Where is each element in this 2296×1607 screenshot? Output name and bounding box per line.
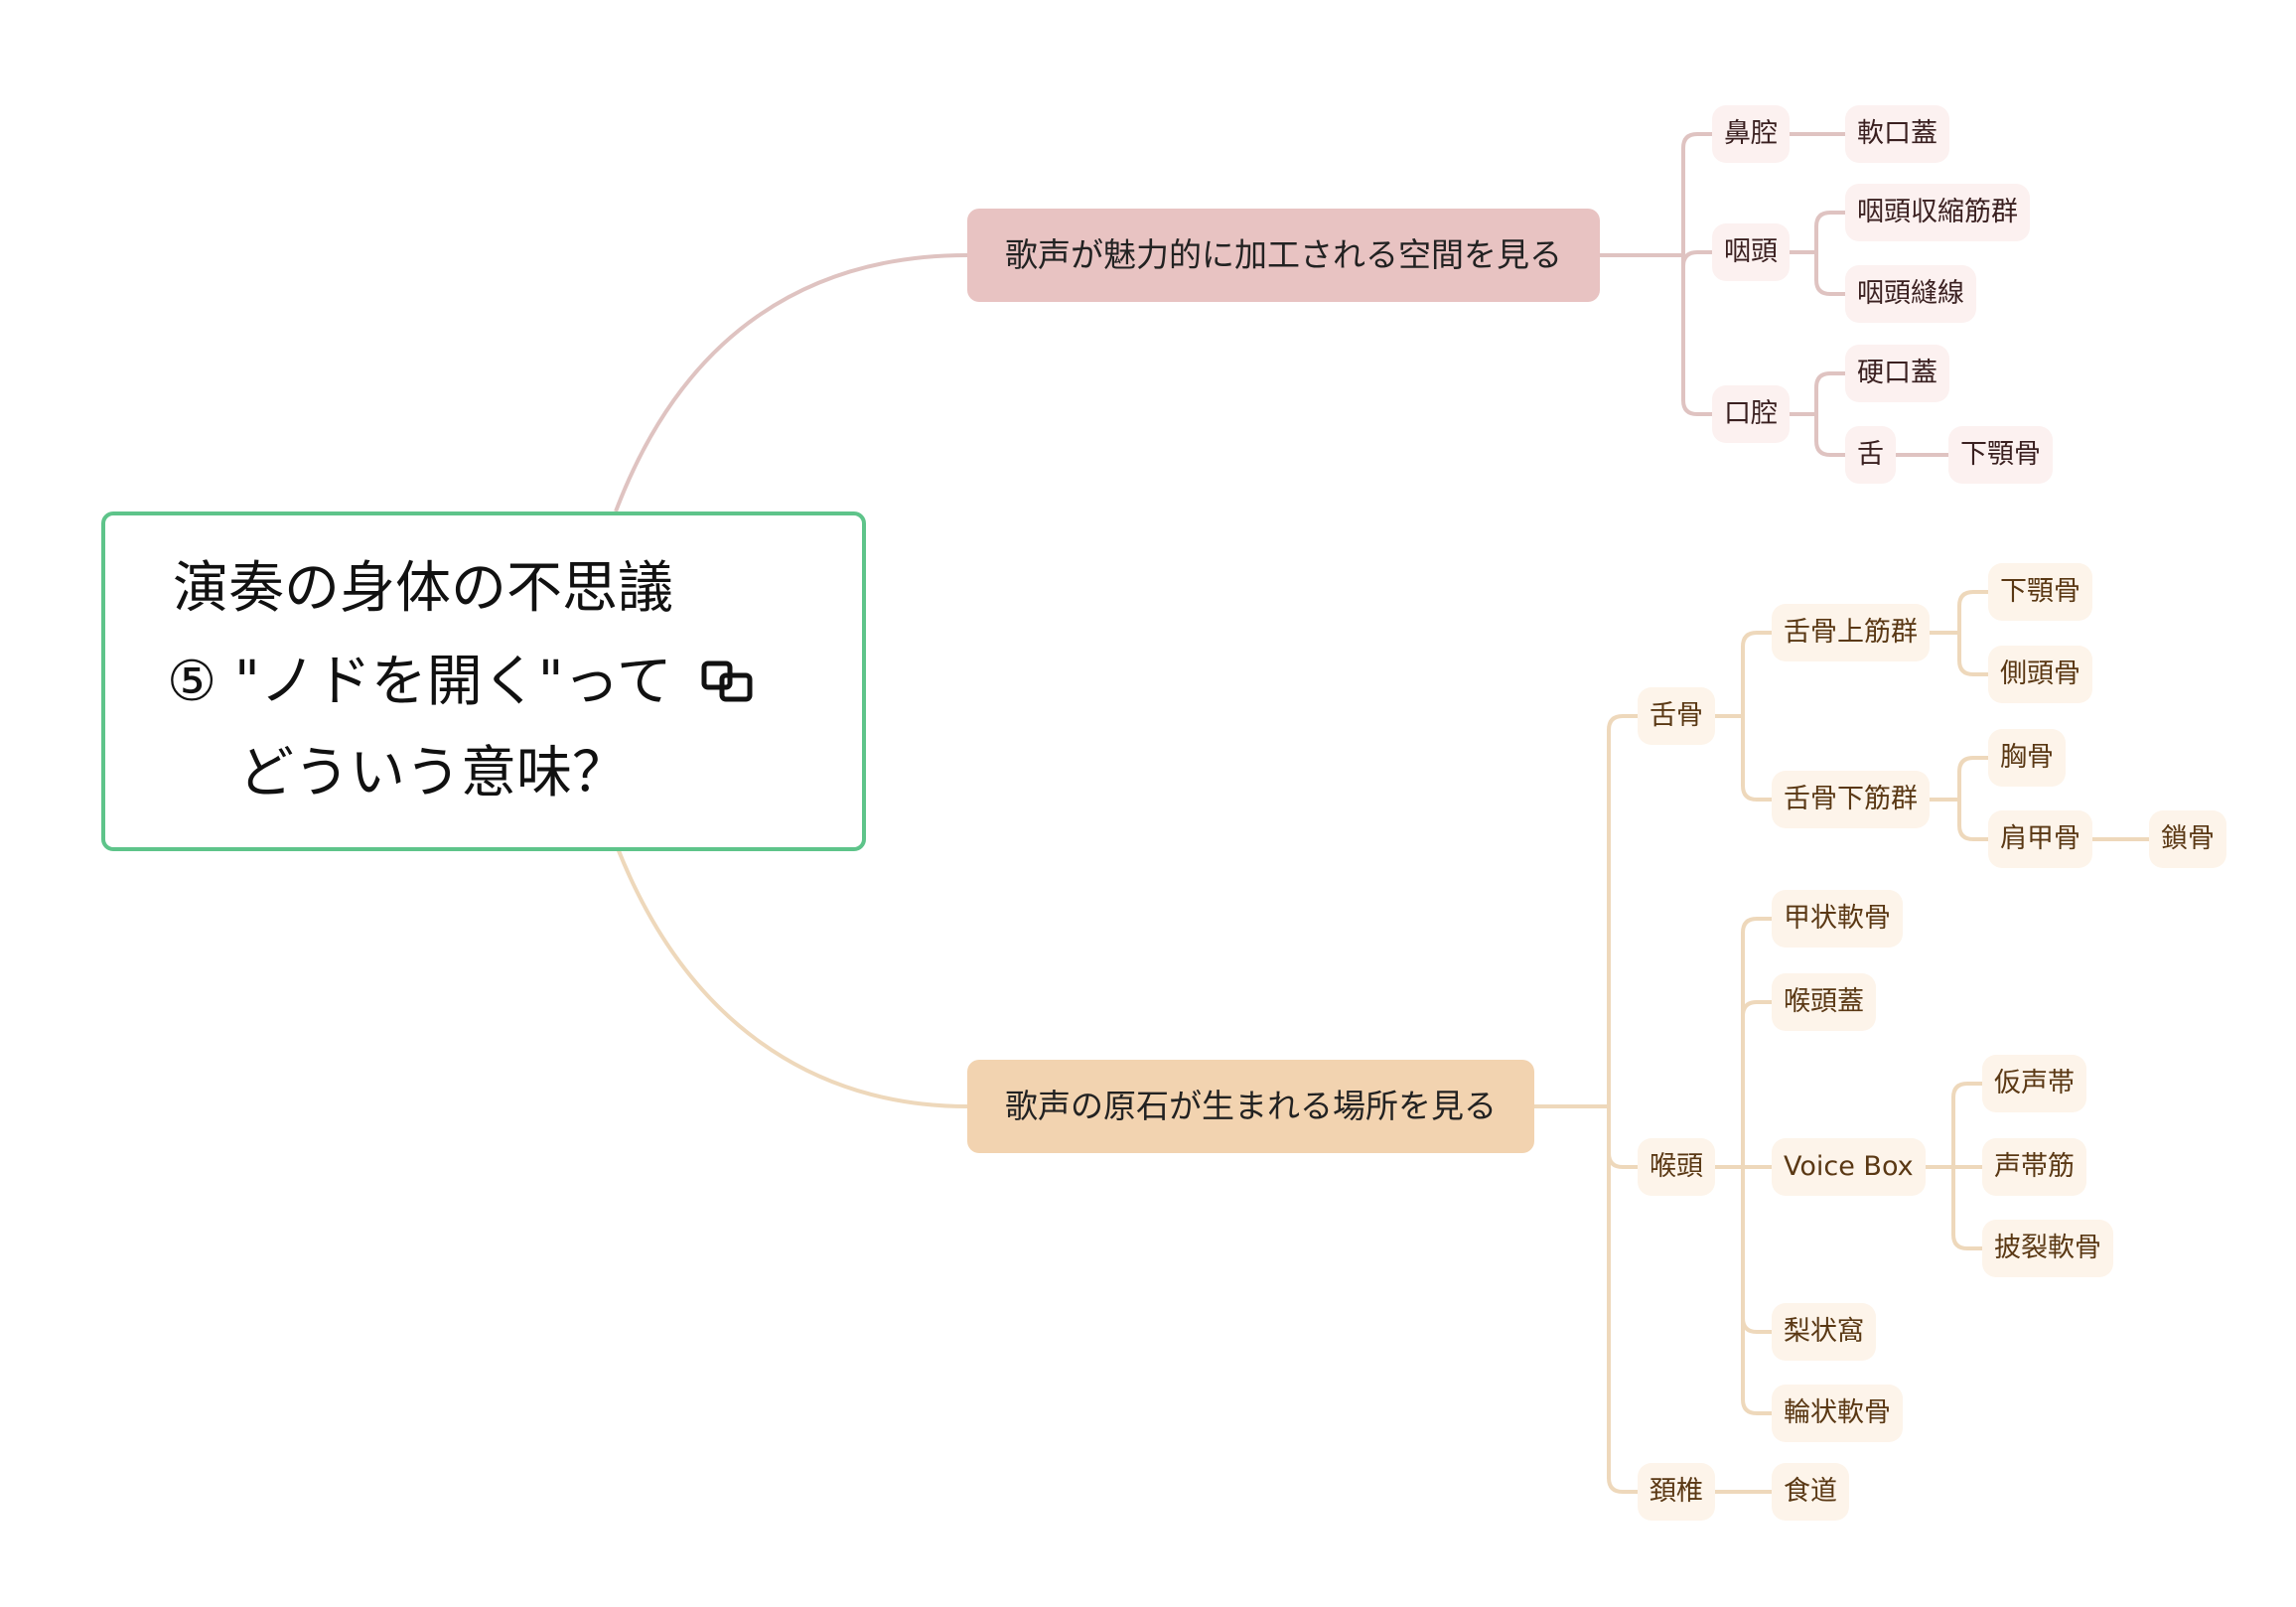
topic-node-0-1[interactable]: 咽頭 [1712, 223, 1790, 281]
connector-1-0-1 [1715, 714, 1772, 802]
topic-node-1-1-2-1[interactable]: 声帯筋 [1982, 1138, 2086, 1196]
topic-node-1-1-3[interactable]: 梨状窩 [1772, 1303, 1876, 1361]
topic-node-0-1-1[interactable]: 咽頭縫線 [1845, 265, 1976, 323]
topic-node-1-2[interactable]: 頚椎 [1638, 1463, 1715, 1521]
connector-0-0 [1600, 132, 1712, 257]
connector-1-1-1 [1715, 1000, 1772, 1169]
topic-node-0-1-0[interactable]: 咽頭収縮筋群 [1845, 184, 2030, 241]
central-title-line-2-text: ⑤ "ノドを開く"って [167, 650, 672, 714]
link-icon[interactable] [700, 657, 756, 713]
branch-sound-source[interactable]: 歌声の原石が生まれる場所を見る [967, 1060, 1534, 1153]
topic-node-0-2-1[interactable]: 舌 [1845, 426, 1896, 484]
topic-node-1-1-2[interactable]: Voice Box [1772, 1138, 1926, 1196]
connector-0-2-0 [1790, 371, 1845, 416]
connector-1-1-0 [1715, 917, 1772, 1169]
connector-1-1-2-2 [1925, 1165, 1982, 1250]
topic-node-1-0-1-1[interactable]: 肩甲骨 [1988, 810, 2092, 868]
connector-1-1-2-0 [1925, 1082, 1982, 1169]
topic-node-1-0-0-0[interactable]: 下顎骨 [1988, 563, 2092, 621]
topic-node-0-0-0[interactable]: 軟口蓋 [1845, 105, 1949, 163]
connector-1-0-0 [1715, 631, 1772, 718]
connector-0-2 [1600, 253, 1712, 416]
branch-sound-shaping-space[interactable]: 歌声が魅力的に加工される空間を見る [967, 209, 1600, 302]
connector-1-1 [1534, 1104, 1638, 1169]
topic-node-1-1-1[interactable]: 喉頭蓋 [1772, 973, 1876, 1031]
connector-central-to-branch-1 [614, 253, 968, 512]
connector-1-0-1-0 [1930, 756, 1988, 802]
topic-node-1-0[interactable]: 舌骨 [1638, 687, 1715, 745]
topic-node-0-2-0[interactable]: 硬口蓋 [1845, 345, 1949, 402]
topic-node-1-0-1-0[interactable]: 胸骨 [1988, 729, 2066, 787]
topic-node-1-1-2-0[interactable]: 仮声帯 [1982, 1055, 2086, 1112]
connector-central-to-branch-2 [614, 842, 968, 1108]
topic-node-1-0-1[interactable]: 舌骨下筋群 [1772, 771, 1930, 828]
topic-node-1-0-0[interactable]: 舌骨上筋群 [1772, 604, 1930, 661]
topic-node-1-1-4[interactable]: 輪状軟骨 [1772, 1385, 1903, 1442]
topic-node-1-1-2-2[interactable]: 披裂軟骨 [1982, 1220, 2113, 1277]
topic-node-0-0[interactable]: 鼻腔 [1712, 105, 1790, 163]
connector-1-2 [1534, 1104, 1638, 1494]
central-topic[interactable]: 演奏の身体の不思議 ⑤ "ノドを開く"って どういう意味？ [101, 511, 866, 851]
central-title-line-1: 演奏の身体の不思議 [173, 556, 673, 621]
connector-1-0 [1534, 714, 1638, 1108]
connector-0-1-0 [1790, 211, 1845, 254]
topic-node-1-0-1-1-0[interactable]: 鎖骨 [2149, 810, 2226, 868]
connector-1-0-0-1 [1930, 631, 1988, 676]
connector-0-2-1 [1790, 412, 1845, 457]
central-title-line-3: どういう意味？ [238, 741, 628, 805]
connector-1-0-0-0 [1930, 590, 1988, 635]
topic-node-1-0-0-1[interactable]: 側頭骨 [1988, 646, 2092, 703]
topic-node-1-2-0[interactable]: 食道 [1772, 1463, 1849, 1521]
connector-0-1-1 [1790, 250, 1845, 296]
connector-1-1-4 [1715, 1165, 1772, 1415]
topic-node-1-1-0[interactable]: 甲状軟骨 [1772, 890, 1903, 948]
topic-node-0-2[interactable]: 口腔 [1712, 385, 1790, 443]
topic-node-1-1[interactable]: 喉頭 [1638, 1138, 1715, 1196]
connector-1-0-1-1 [1930, 798, 1988, 841]
central-title-line-2: ⑤ "ノドを開く"って [167, 655, 756, 713]
topic-node-0-2-1-0[interactable]: 下顎骨 [1948, 426, 2053, 484]
